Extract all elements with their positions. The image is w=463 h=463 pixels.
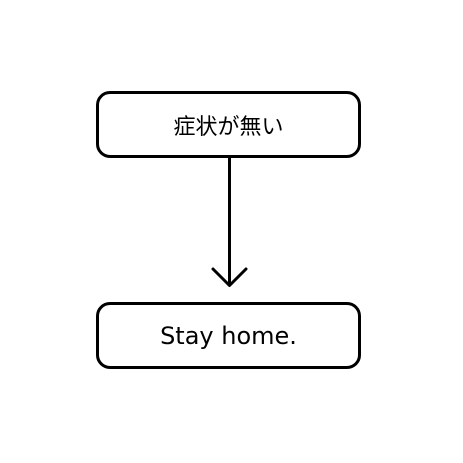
node-stay-home: Stay home. <box>96 302 361 369</box>
node-stay-home-label: Stay home. <box>160 321 297 350</box>
arrowhead-icon <box>211 267 248 287</box>
node-no-symptoms: 症状が無い <box>96 91 361 158</box>
node-no-symptoms-label: 症状が無い <box>173 114 284 140</box>
